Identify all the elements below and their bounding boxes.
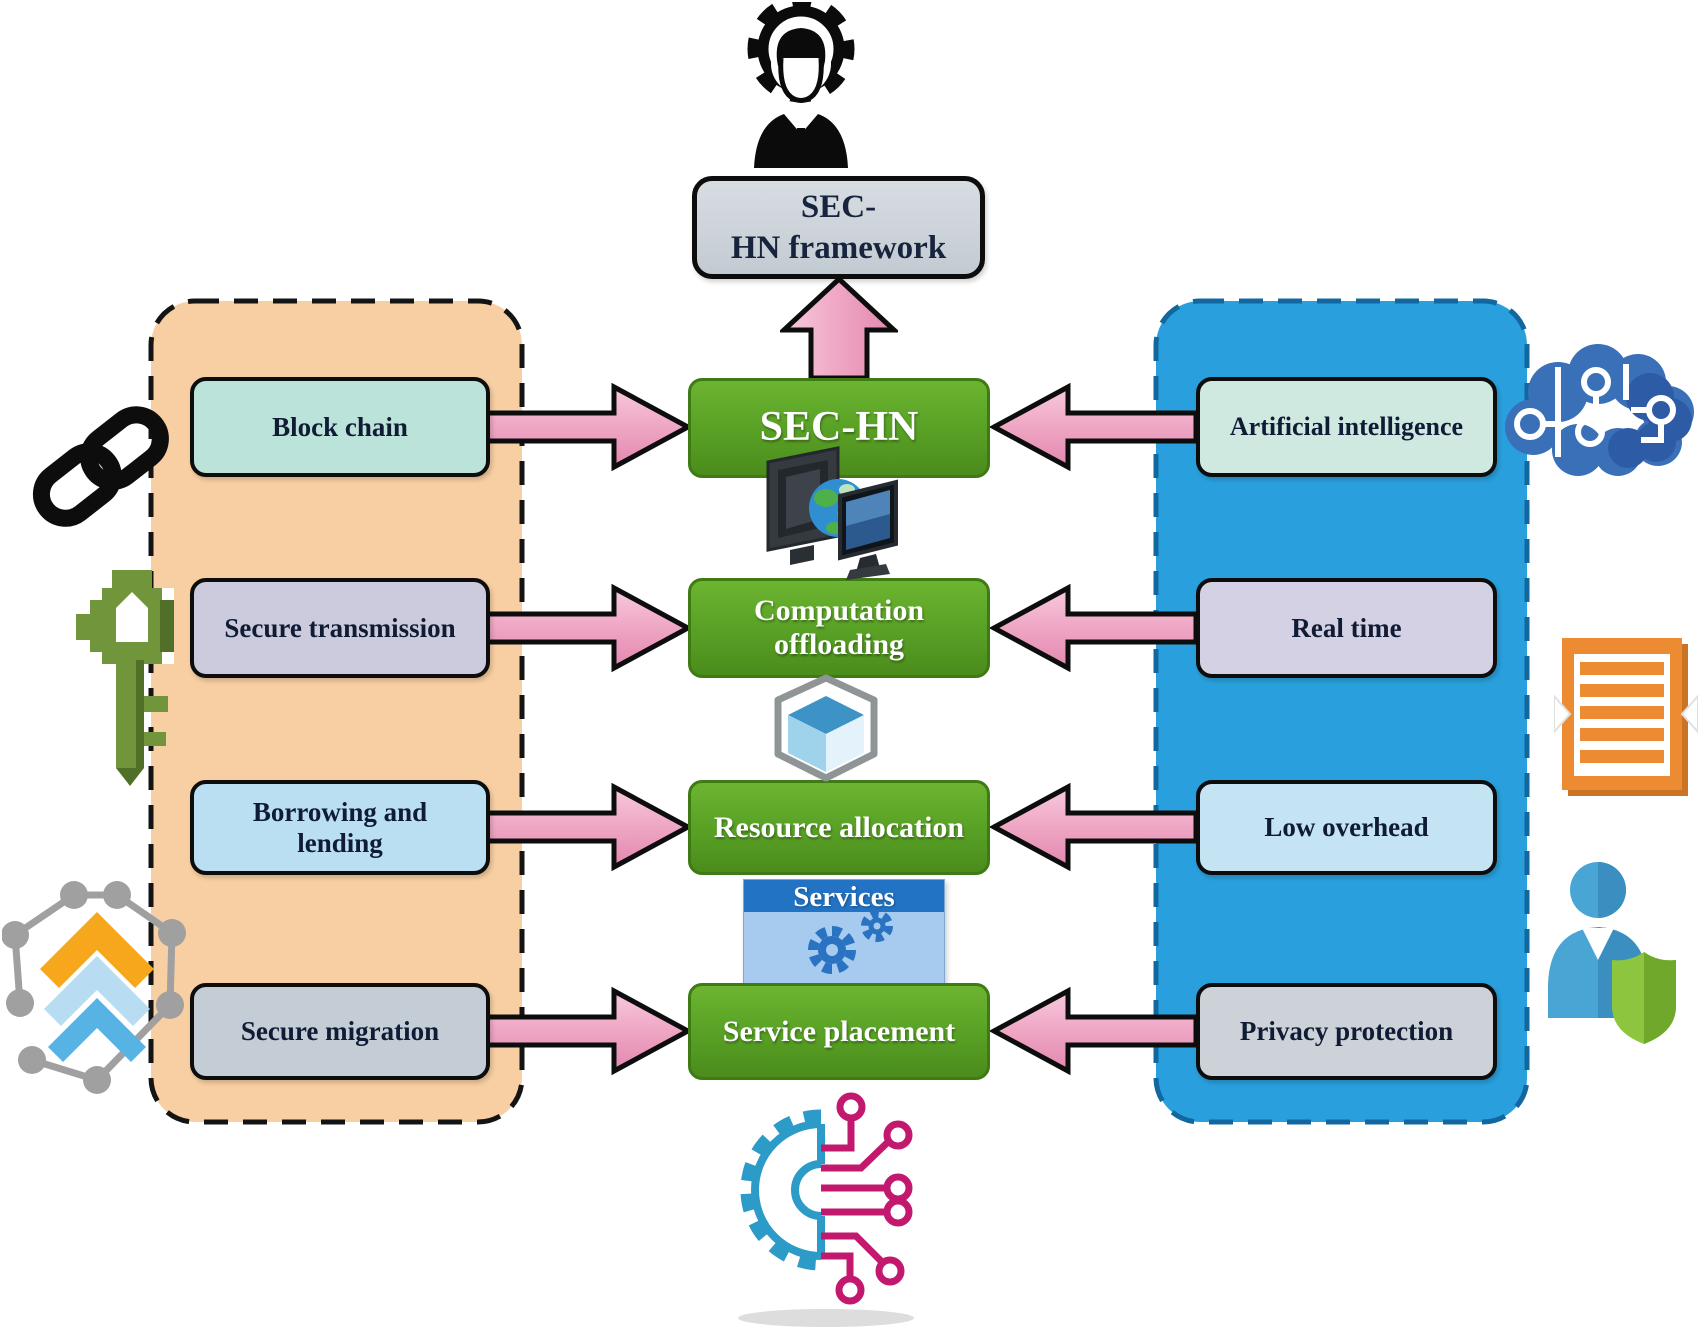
services-gears-icon (808, 910, 893, 974)
engineer-gear-icon (747, 2, 855, 168)
blockchain-hex-icon (2, 881, 186, 1094)
arrow-migration-to-placement (484, 986, 692, 1076)
arrow-sec-hn-to-framework (780, 276, 898, 380)
arrow-transmission-to-offloading (484, 583, 692, 673)
gear-circuit-icon (738, 1092, 914, 1327)
arrow-overhead-to-allocation (988, 782, 1198, 872)
secure-transmission-box: Secure transmission (190, 578, 490, 678)
artificial-intelligence-box: Artificial intelligence (1196, 377, 1497, 477)
services-label: Services (744, 880, 944, 913)
block-chain-box: Block chain (190, 377, 490, 477)
arrow-borrowing-to-allocation (484, 782, 692, 872)
computation-offloading-node: Computation offloading (688, 578, 990, 678)
arrow-privacy-to-placement (988, 986, 1198, 1076)
ai-brain-circuit-icon (1505, 344, 1694, 476)
privacy-protection-box: Privacy protection (1196, 983, 1497, 1080)
arrow-ai-to-sechn (988, 382, 1198, 472)
arrow-blockchain-to-sechn (484, 382, 692, 472)
monitors-globe-icon (766, 446, 898, 580)
framework-label-line1: SEC- (800, 189, 877, 226)
requirements-group-container (1153, 298, 1530, 1125)
framework-label-line2: HN framework (730, 229, 947, 266)
services-banner: Services (743, 879, 945, 985)
user-shield-icon (1548, 862, 1676, 1044)
arrow-realtime-to-offloading (988, 583, 1198, 673)
list-document-icon (1554, 638, 1698, 796)
cube-package-icon (774, 674, 878, 782)
resource-allocation-node: Resource allocation (688, 780, 990, 875)
chain-link-icon (32, 406, 169, 527)
borrowing-lending-box: Borrowing and lending (190, 780, 490, 875)
sec-hn-framework-box: SEC- HN framework (692, 176, 985, 279)
real-time-box: Real time (1196, 578, 1497, 678)
secure-migration-box: Secure migration (190, 983, 490, 1080)
low-overhead-box: Low overhead (1196, 780, 1497, 875)
key-icon (76, 570, 174, 786)
service-placement-node: Service placement (688, 983, 990, 1080)
